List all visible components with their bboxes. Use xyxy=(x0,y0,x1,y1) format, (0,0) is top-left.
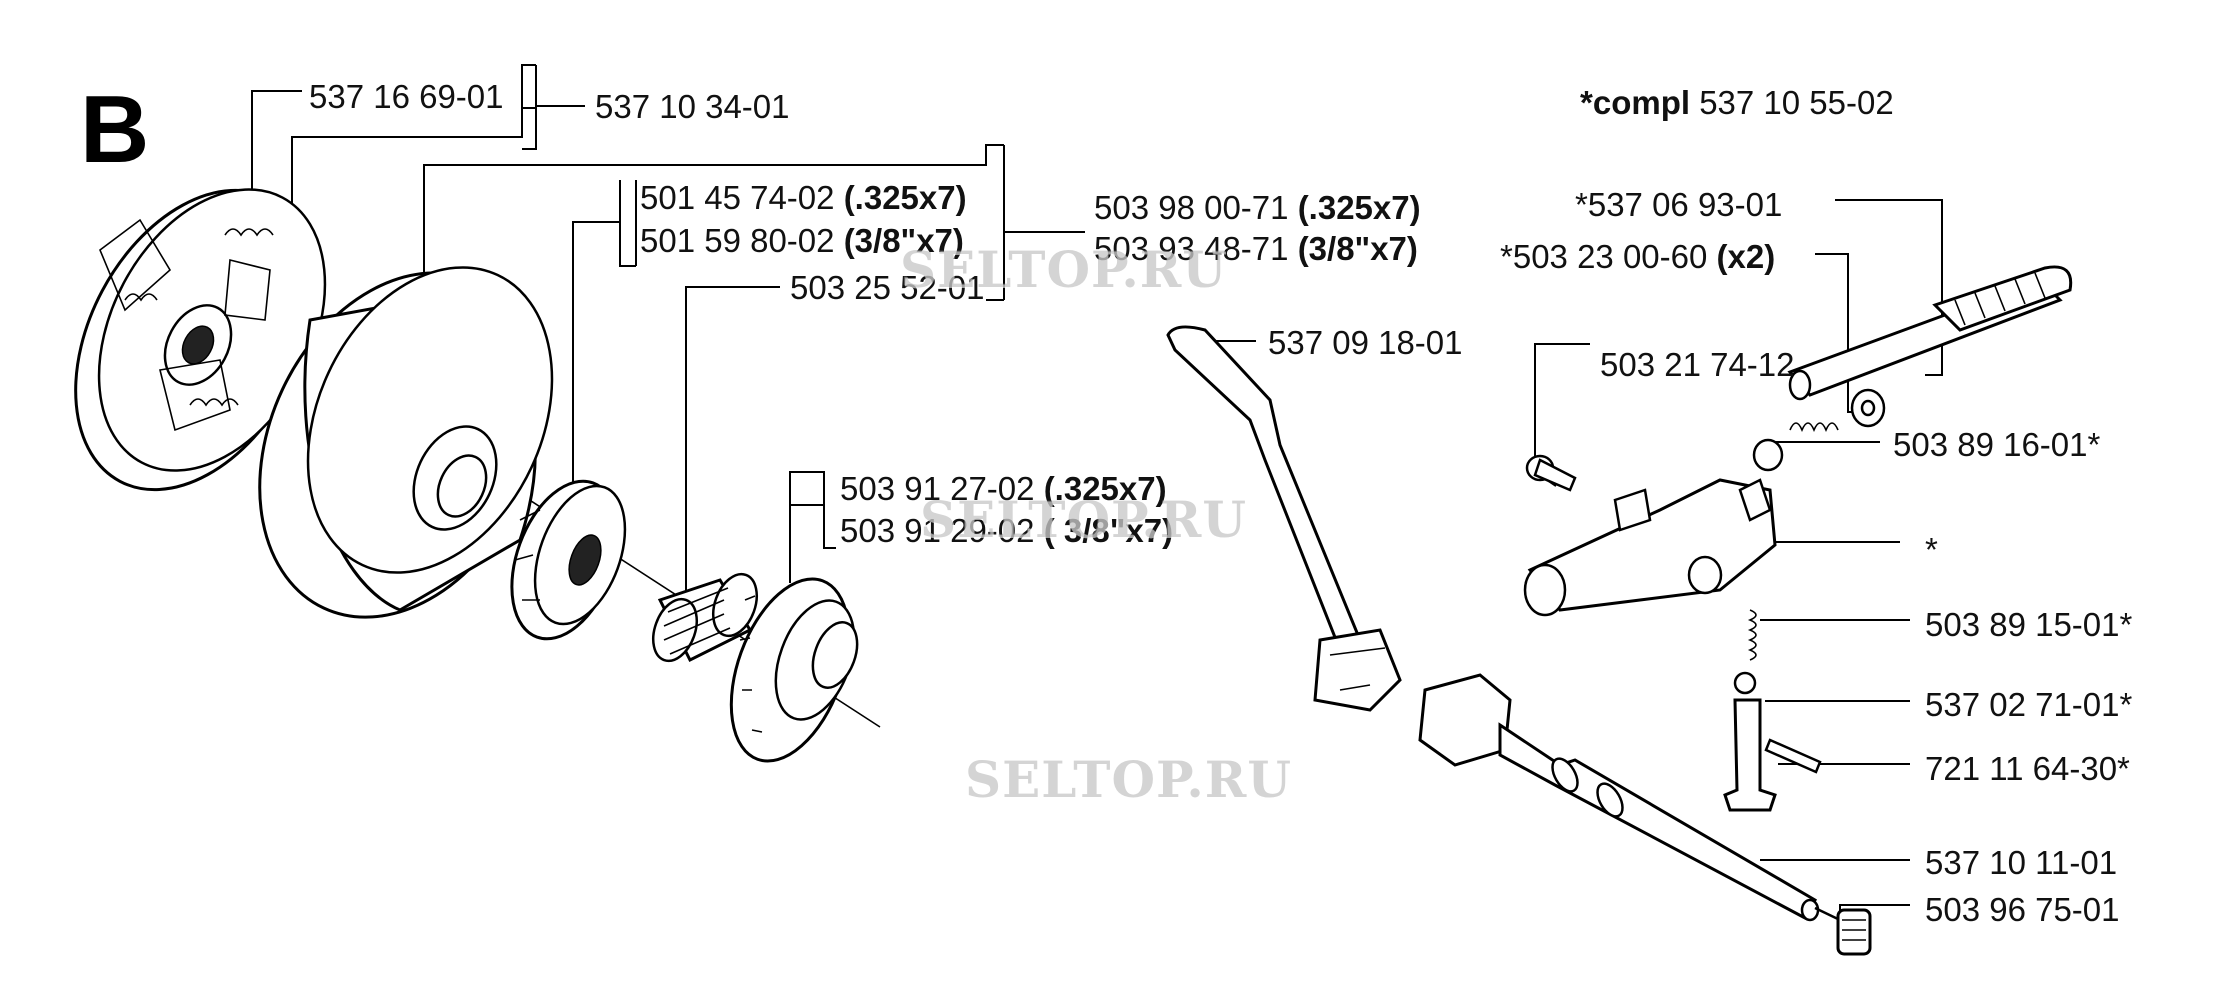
label-537-02-71-01[interactable]: 537 02 71-01* xyxy=(1925,686,2133,723)
clutch-drum-part xyxy=(258,266,554,619)
needle-bearing-part xyxy=(652,572,758,663)
label-503-25-52-01[interactable]: 503 25 52-01 xyxy=(790,269,985,306)
label-503-91-27-02[interactable]: 503 91 27-02 (.325x7) xyxy=(840,472,1167,505)
part-number: 537 10 55-02 xyxy=(1699,84,1894,121)
part-number: 501 45 74-02 xyxy=(640,179,835,216)
part-variant: ( 3/8"x7) xyxy=(1043,512,1174,549)
label-503-21-74-12[interactable]: 503 21 74-12 xyxy=(1600,346,1795,383)
part-variant: (.325x7) xyxy=(1297,189,1421,226)
part-number: 503 93 48-71 xyxy=(1094,230,1289,267)
pump-housing-part xyxy=(1523,478,1777,617)
section-letter: B xyxy=(80,76,150,183)
label-503-93-48-71[interactable]: 503 93 48-71 (3/8"x7) xyxy=(1094,232,1418,265)
part-number: 503 91 27-02 xyxy=(840,470,1035,507)
compl-prefix: *compl xyxy=(1580,84,1691,121)
part-number: 501 59 80-02 xyxy=(640,222,835,259)
label-503-91-29-02[interactable]: 503 91 29-02 ( 3/8"x7) xyxy=(840,514,1173,547)
label-537-10-34-01[interactable]: 537 10 34-01 xyxy=(595,88,790,125)
label-537-16-69-01[interactable]: 537 16 69-01 xyxy=(309,78,504,115)
drive-sprocket-part xyxy=(729,577,859,763)
part-variant: (3/8"x7) xyxy=(843,222,964,259)
label-compl-537-10-55-02[interactable]: *compl 537 10 55-02 xyxy=(1580,86,1894,119)
label-537-09-18-01[interactable]: 537 09 18-01 xyxy=(1268,324,1463,361)
washer-part xyxy=(1752,388,1886,472)
part-number: 503 91 29-02 xyxy=(840,512,1035,549)
label-503-89-16-01[interactable]: 503 89 16-01* xyxy=(1893,426,2101,463)
watermark: SELTOP.RU xyxy=(900,240,1227,299)
part-variant: (.325x7) xyxy=(843,179,967,216)
label-503-96-75-01[interactable]: 503 96 75-01 xyxy=(1925,891,2120,928)
small-screw-part xyxy=(1525,454,1577,492)
label-503-23-00-60[interactable]: *503 23 00-60 (x2) xyxy=(1500,240,1775,273)
spring-part xyxy=(1747,422,1839,661)
label-501-45-74-02[interactable]: 501 45 74-02 (.325x7) xyxy=(640,181,967,214)
rim-sprocket-part xyxy=(510,479,627,641)
leader-lines xyxy=(251,64,1943,935)
label-star[interactable]: * xyxy=(1925,531,1938,568)
label-721-11-64-30[interactable]: 721 11 64-30* xyxy=(1925,750,2130,787)
pump-piston-part xyxy=(1723,671,1822,812)
watermark: SELTOP.RU xyxy=(965,750,1292,809)
part-number: *503 23 00-60 xyxy=(1500,238,1708,275)
adjuster-screw-part xyxy=(1787,265,2073,401)
watermark: SELTOP.RU xyxy=(920,490,1247,549)
label-503-89-15-01[interactable]: 503 89 15-01* xyxy=(1925,606,2133,643)
filter-part xyxy=(1814,906,1872,956)
pump-shaft-part xyxy=(1418,673,1820,922)
lever-part xyxy=(1166,325,1402,712)
clutch-shoes-part xyxy=(74,188,327,492)
label-537-10-11-01[interactable]: 537 10 11-01 xyxy=(1925,844,2118,881)
label-503-98-00-71[interactable]: 503 98 00-71 (.325x7) xyxy=(1094,191,1421,224)
part-variant: (.325x7) xyxy=(1043,470,1167,507)
part-variant: (x2) xyxy=(1716,238,1776,275)
part-number: 503 98 00-71 xyxy=(1094,189,1289,226)
label-501-59-80-02[interactable]: 501 59 80-02 (3/8"x7) xyxy=(640,224,964,257)
part-variant: (3/8"x7) xyxy=(1297,230,1418,267)
label-537-06-93-01[interactable]: *537 06 93-01 xyxy=(1575,186,1783,223)
